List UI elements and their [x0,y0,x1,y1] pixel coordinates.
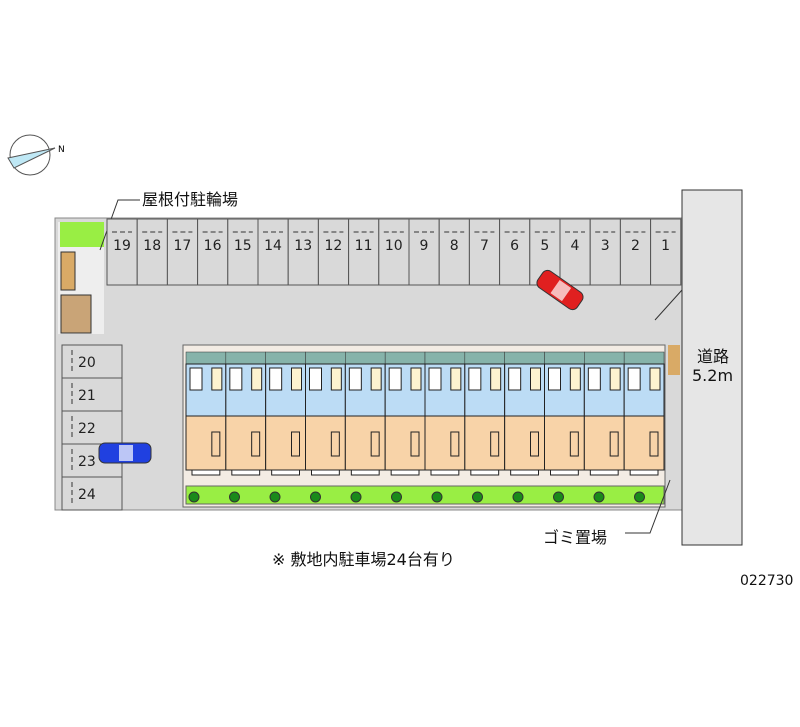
tree-icon [512,491,524,503]
parking-space-6: 6 [499,218,531,286]
space-number: 7 [480,238,489,254]
garbage-area [668,345,680,375]
space-number: 6 [510,238,519,254]
leader-line [625,479,671,534]
bicycle-parking-label: 屋根付駐輪場 [142,190,239,209]
parking-space-18: 18 [136,218,168,286]
parking-space-20: 20 [61,344,123,379]
tree-icon [350,491,362,503]
apartment-unit [265,351,306,476]
apartment-unit [305,351,346,476]
apartment-unit [225,351,267,476]
space-number: 12 [324,238,342,254]
parking-space-1: 1 [650,218,682,286]
space-number: 10 [385,238,403,254]
apartment-unit [583,351,625,476]
blue-car-icon [98,442,152,464]
apartment-unit [344,351,386,476]
tree-icon [634,491,645,503]
parking-space-4: 4 [559,218,591,286]
tree-icon [593,491,605,503]
space-number: 15 [234,238,252,254]
hedge [185,485,665,505]
tree-icon [553,491,564,503]
space-number: 20 [78,355,96,371]
space-number: 19 [113,238,131,254]
parking-space-15: 15 [227,218,259,286]
bicycle-rack [60,294,92,334]
apartment-unit [384,351,426,476]
space-number: 18 [143,238,161,254]
space-number: 24 [78,487,96,503]
space-number: 17 [173,238,191,254]
parking-space-14: 14 [257,218,289,286]
apartment-unit [424,351,466,476]
road-label: 道路 [697,347,730,366]
parking-space-12: 12 [317,218,350,286]
parking-space-17: 17 [166,218,199,286]
road-width-label: 5.2m [692,366,734,385]
space-number: 8 [450,238,459,254]
parking-note: ※ 敷地内駐車場24台有り [272,550,455,569]
parking-space-8: 8 [438,218,470,286]
space-number: 14 [264,238,282,254]
parking-space-7: 7 [468,218,501,286]
road [681,189,743,546]
space-number: 9 [420,238,429,254]
tree-icon [472,491,483,503]
property-code: 022730 [740,573,794,589]
parking-space-19: 19 [106,218,138,286]
parking-space-2: 2 [619,218,652,286]
parking-space-11: 11 [348,218,380,286]
space-number: 4 [571,238,580,254]
parking-space-3: 3 [589,218,621,286]
parking-space-10: 10 [378,218,410,286]
compass-icon: N [7,134,65,176]
space-number: 3 [601,238,610,254]
parking-space-16: 16 [197,218,229,286]
space-number: 1 [661,238,670,254]
red-car-icon [536,269,584,311]
garbage-label: ゴミ置場 [543,528,608,547]
parking-space-9: 9 [408,218,440,286]
leader-line [99,199,140,251]
tree-icon [391,491,402,503]
apartment-unit [185,351,227,476]
space-number: 22 [78,421,96,437]
space-number: 5 [540,238,549,254]
space-number: 16 [204,238,222,254]
tree-icon [188,491,200,503]
tree-icon [310,491,321,503]
space-number: 13 [294,238,312,254]
planting [60,222,104,247]
space-number: 21 [78,388,96,404]
svg-text:N: N [58,145,65,155]
parking-space-21: 21 [61,377,123,412]
tree-icon [229,491,240,503]
apartment-unit [504,351,545,476]
apartment-unit [623,351,665,476]
parking-space-13: 13 [287,218,319,286]
apartment-unit [464,351,506,476]
apartment-unit [544,351,585,476]
parking-space-24: 24 [61,476,123,511]
space-number: 11 [355,238,373,254]
tree-icon [431,491,443,503]
space-number: 23 [78,454,96,470]
bicycle-rack [60,251,76,291]
parking-space-22: 22 [61,410,123,445]
space-number: 2 [631,238,640,254]
tree-icon [269,491,281,503]
